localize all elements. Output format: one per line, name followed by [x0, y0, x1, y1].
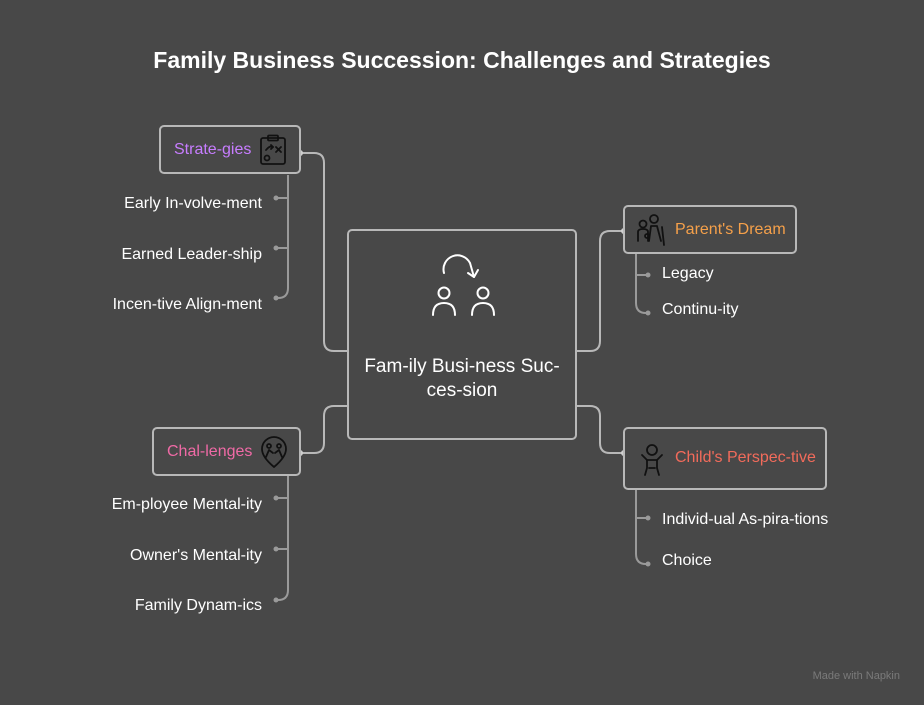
branch-parents-dream-label: Parent's Dream [675, 221, 786, 238]
child-icon [641, 444, 663, 476]
succession-cycle-icon [432, 254, 495, 316]
leaf-owners-mentality: Owner's Mental-ity [130, 547, 262, 564]
leaf-choice: Choice [662, 552, 712, 569]
branch-parents-dream: Parent's Dream [623, 205, 797, 254]
connector-challenges [300, 405, 348, 454]
made-with-napkin-watermark: Made with Napkin [812, 670, 900, 682]
leaf-individual-aspirations: Individ-ual As-pira-tions [662, 511, 829, 528]
branch-strategies-label: Strate-gies [174, 141, 252, 158]
conflict-badge-icon [261, 436, 287, 468]
strategy-clipboard-icon [260, 134, 286, 165]
leaf-family-dynamics: Family Dynam-ics [134, 597, 262, 614]
center-label: Fam-ily Busi-ness Suc-ces-sion [364, 356, 560, 401]
tree-parents [635, 253, 647, 314]
connector-child [576, 405, 624, 454]
leaf-earned-leadership: Earned Leader-ship [121, 246, 262, 263]
tree-strategies [277, 175, 289, 299]
tree-child [635, 490, 647, 565]
leaf-early-involvement: Early In-volve-ment [124, 195, 262, 212]
leaf-incentive-alignment: Incen-tive Align-ment [112, 296, 262, 313]
connector-parents [576, 230, 624, 352]
diagram-title: Family Business Succession: Challenges a… [153, 47, 771, 73]
branch-childs-perspective: Child's Perspec-tive [623, 427, 827, 490]
branch-childs-perspective-label: Child's Perspec-tive [675, 449, 816, 466]
center-node: Fam-ily Busi-ness Suc-ces-sion [347, 229, 577, 440]
branch-challenges: Chal-lenges [152, 427, 301, 476]
leaf-continuity: Continu-ity [662, 301, 739, 318]
leaf-legacy: Legacy [662, 265, 714, 282]
connector-strategies [300, 152, 348, 352]
branch-challenges-label: Chal-lenges [167, 443, 253, 460]
branch-strategies: Strate-gies [159, 125, 301, 174]
tree-challenges [277, 475, 289, 601]
leaf-employee-mentality: Em-ployee Mental-ity [111, 496, 262, 513]
family-icon [637, 214, 665, 246]
